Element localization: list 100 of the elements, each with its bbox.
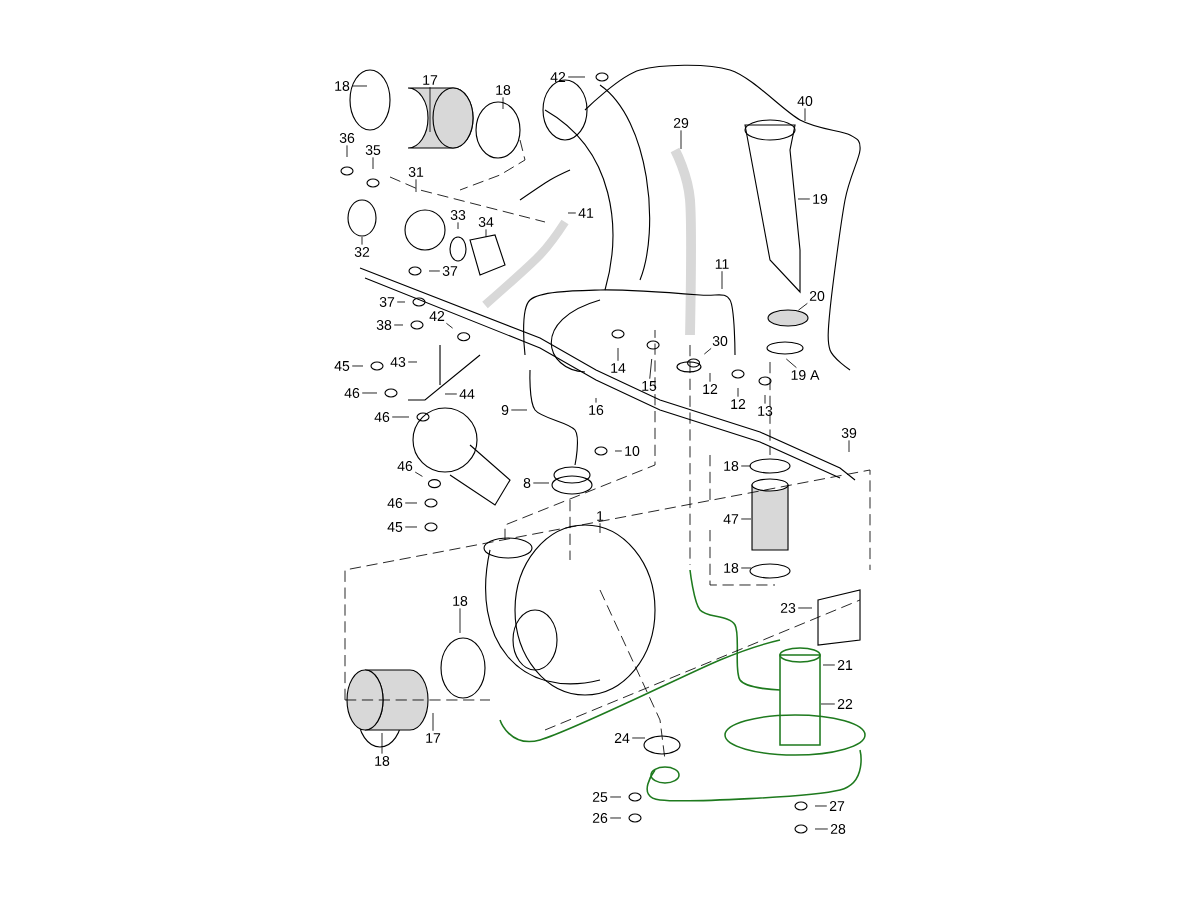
callout-number: 13 (758, 406, 773, 416)
callout-number: 35 (365, 145, 381, 155)
leader-line (848, 439, 850, 453)
callout-number: 17 (426, 733, 441, 743)
leader-line (814, 828, 829, 830)
leader-line (391, 416, 410, 418)
leader-line (351, 85, 368, 87)
callout-number: 46 (374, 412, 390, 422)
leader-line (703, 347, 712, 355)
leader-line (444, 393, 458, 395)
leader-line (396, 301, 406, 303)
callout-number: 18 (724, 563, 739, 573)
callout-number: 42 (550, 72, 566, 82)
callout-number: 15 (642, 381, 657, 391)
callout-number: 1 (597, 511, 604, 521)
leader-line (822, 664, 836, 666)
callout-number: 17 (423, 75, 438, 85)
leader-line (609, 817, 622, 819)
callout-number: 39 (841, 428, 857, 438)
leader-line (614, 450, 623, 452)
leader-line (351, 365, 364, 367)
leader-line (404, 502, 418, 504)
callout-number: 11 (715, 259, 729, 269)
leader-line (740, 567, 752, 569)
leader-line (415, 178, 417, 193)
callout-number: 27 (829, 801, 845, 811)
callout-number: 30 (712, 336, 728, 346)
leader-line (595, 397, 597, 404)
leader-line (709, 372, 711, 383)
leader-line (785, 358, 797, 369)
leader-line (432, 712, 434, 732)
leader-line (532, 482, 550, 484)
callout-number: 28 (830, 824, 846, 834)
leader-line (814, 805, 828, 807)
callout-number: 43 (390, 357, 406, 367)
leader-line (459, 607, 461, 634)
leader-line (485, 228, 487, 238)
callout-number: 44 (459, 389, 475, 399)
callout-number: 22 (837, 699, 853, 709)
leader-line (737, 387, 739, 398)
callout-number: 20 (809, 291, 825, 301)
leader-line (649, 358, 653, 380)
leader-line (764, 394, 766, 405)
leader-line (407, 361, 418, 363)
callout-number: 32 (354, 247, 370, 257)
leader-line (740, 518, 752, 520)
callout-number: 29 (673, 118, 689, 128)
callout-number: 8 (523, 478, 531, 488)
leader-line (361, 236, 363, 246)
leader-line (680, 129, 682, 150)
callout-number: 40 (797, 96, 813, 106)
leader-line (804, 107, 806, 122)
callout-number: 18 (335, 81, 350, 91)
callout-number: 19 (813, 194, 828, 204)
callout-number: 21 (837, 660, 853, 670)
leader-line (414, 471, 423, 477)
callout-number: 9 (501, 405, 509, 415)
callout-number: 24 (614, 733, 630, 743)
leader-line (445, 322, 454, 329)
leader-line (404, 526, 418, 528)
callout-number: 19 A (791, 370, 820, 380)
leader-line (567, 76, 586, 78)
callout-number: 14 (611, 363, 626, 373)
leader-line (797, 607, 813, 609)
callout-number: 47 (723, 514, 739, 524)
leader-line (361, 392, 378, 394)
callout-number: 18 (375, 756, 390, 766)
callout-number: 46 (344, 388, 360, 398)
leader-line (372, 156, 374, 170)
callout-number: 12 (731, 399, 746, 409)
callout-number: 18 (453, 596, 468, 606)
leader-line (393, 324, 404, 326)
callout-number: 45 (334, 361, 350, 371)
callout-number: 23 (780, 603, 796, 613)
leader-line (381, 732, 383, 755)
callout-number: 38 (376, 320, 392, 330)
callout-number: 25 (592, 792, 608, 802)
callout-number: 46 (387, 498, 403, 508)
leader-line (797, 198, 811, 200)
callout-number: 36 (339, 133, 355, 143)
callout-number: 31 (408, 167, 424, 177)
leader-line (346, 144, 348, 158)
callout-number: 34 (478, 217, 494, 227)
callout-number: 26 (592, 813, 608, 823)
callout-number: 41 (578, 208, 594, 218)
callout-number: 37 (379, 297, 395, 307)
leader-line (502, 96, 504, 110)
leader-line (428, 270, 441, 272)
leader-line (798, 302, 808, 311)
leader-line (740, 465, 752, 467)
callout-number: 45 (387, 522, 403, 532)
leader-line (599, 522, 601, 534)
callout-number: 33 (450, 210, 466, 220)
leader-line (510, 409, 528, 411)
callout-number: 16 (589, 405, 604, 415)
leader-line (457, 221, 459, 230)
leader-line (609, 796, 622, 798)
callout-number: 18 (724, 461, 739, 471)
callout-number: 42 (429, 311, 445, 321)
callout-number: 12 (703, 384, 718, 394)
